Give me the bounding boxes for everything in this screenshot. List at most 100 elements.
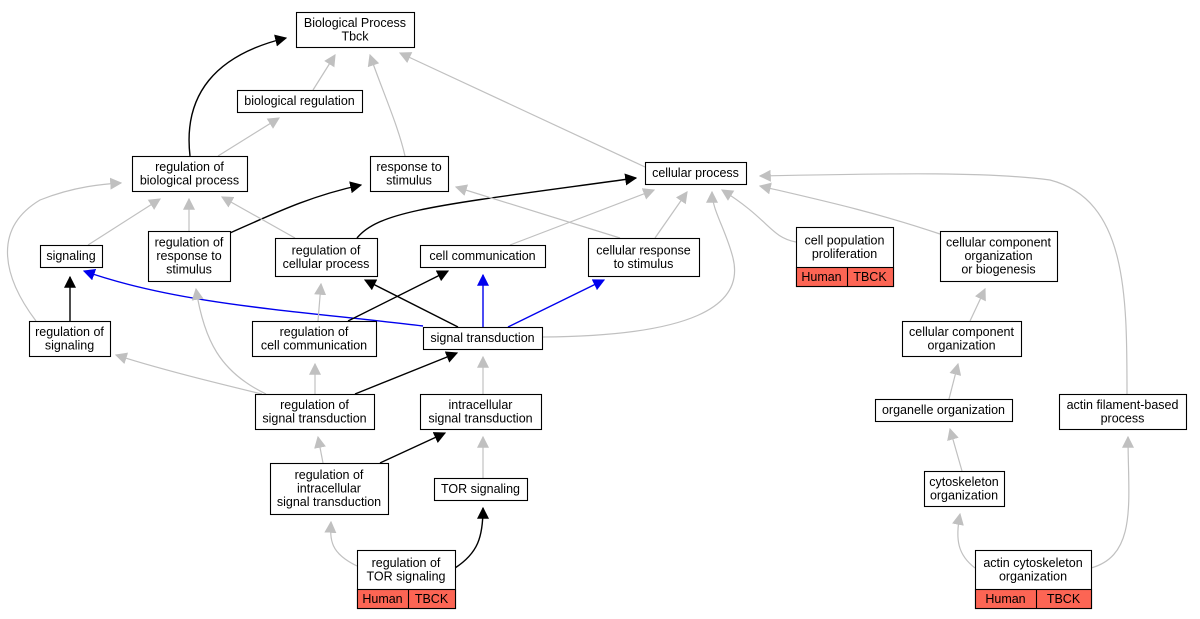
node-tor[interactable]: TOR signaling <box>433 477 529 502</box>
edge-reg-cell-to-cell-proc <box>356 173 638 239</box>
node-box <box>28 320 112 358</box>
annotation-organism: Human <box>801 270 841 284</box>
node-label-line: signal transduction <box>262 411 366 425</box>
node-box <box>587 237 701 278</box>
node-box <box>369 155 450 193</box>
node-label-line: to stimulus <box>614 257 674 271</box>
node-label-line: biological regulation <box>244 94 355 108</box>
node-label-line: regulation of <box>295 468 364 482</box>
edge-reg-st-to-reg-resp <box>191 287 267 395</box>
node-label-line: process <box>1101 411 1145 425</box>
node-label-line: actin cytoskeleton <box>983 556 1082 570</box>
edge-reg-tor-to-reg-ist <box>324 520 358 567</box>
node-label-line: stimulus <box>166 263 212 277</box>
node-label-line: cell population <box>805 233 885 247</box>
edge-actin-cyto-to-cyto <box>952 512 976 569</box>
node-box <box>419 244 547 269</box>
node-sig-trans[interactable]: signal transduction <box>422 326 544 351</box>
node-label-line: Tbck <box>341 29 369 43</box>
annotation-gene: TBCK <box>853 270 887 284</box>
node-label-line: intracellular <box>297 482 361 496</box>
node-label-line: Biological Process <box>304 16 406 30</box>
edge-cyto-to-org-org <box>947 427 963 472</box>
node-label-line: regulation of <box>155 160 224 174</box>
node-box <box>236 89 364 114</box>
edge-reg-sig-to-reg-bio <box>6 177 123 322</box>
node-box <box>644 161 748 186</box>
node-box <box>254 393 376 431</box>
node-label-line: cellular process <box>652 166 739 180</box>
node-box <box>251 320 378 358</box>
node-signaling[interactable]: signaling <box>39 244 104 269</box>
edge-bio-reg-to-root <box>312 53 336 91</box>
node-label-line: TOR signaling <box>367 569 446 583</box>
node-label-line: signal transduction <box>430 331 534 345</box>
node-bio-reg[interactable]: biological regulation <box>236 89 364 114</box>
node-label-line: cytoskeleton <box>929 475 999 489</box>
node-box <box>1058 393 1188 431</box>
node-box <box>901 320 1023 358</box>
edge-cell-resp-to-resp-stim <box>454 184 621 239</box>
node-box <box>269 462 390 516</box>
node-label-line: regulation of <box>35 325 104 339</box>
edge-reg-ist-to-reg-st <box>314 435 326 464</box>
node-label-line: organelle organization <box>882 403 1005 417</box>
node-label-line: regulation of <box>155 236 224 250</box>
edge-org-org-to-cco <box>948 362 962 400</box>
node-label-line: signal transduction <box>428 411 532 425</box>
node-box <box>131 155 249 193</box>
node-box <box>422 326 544 351</box>
edge-reg-st-to-reg-sig <box>114 352 263 395</box>
edge-ccob-to-cell-proc <box>758 182 941 235</box>
node-label-line: response to <box>376 160 441 174</box>
edge-sig-trans-to-reg-cell <box>363 279 459 328</box>
node-box <box>295 11 416 49</box>
edge-reg-ist-to-intra-st <box>379 432 447 464</box>
node-label-line: cellular response <box>596 243 691 257</box>
annotation-bar <box>974 588 1093 610</box>
node-label-line: cellular component <box>909 325 1014 339</box>
edge-reg-resp-to-resp-stim <box>229 181 363 234</box>
node-box <box>39 244 104 269</box>
edge-reg-cell-to-reg-bio <box>220 196 296 239</box>
annotation-gene: TBCK <box>1047 592 1081 606</box>
edges-layer <box>6 34 1135 569</box>
annotation-bar <box>356 588 457 610</box>
edge-sig-trans-to-signaling <box>82 268 424 327</box>
node-label-line: regulation of <box>280 398 349 412</box>
edge-sig-trans-to-cell-resp <box>507 279 606 328</box>
node-label-line: organization <box>964 249 1032 263</box>
edge-resp-stim-to-root <box>367 53 406 157</box>
node-org-org[interactable]: organelle organization <box>874 398 1014 423</box>
node-label-line: organization <box>999 569 1067 583</box>
node-label-line: response to <box>156 249 221 263</box>
node-label-line: actin filament-based <box>1067 398 1179 412</box>
node-box <box>433 477 529 502</box>
edge-reg-tor-to-tor <box>454 506 489 569</box>
edge-cco-to-ccob <box>969 287 986 322</box>
node-label-line: intracellular <box>449 398 513 412</box>
edge-actin-cyto-to-actin-fb <box>1090 435 1135 569</box>
node-cell-proc[interactable]: cellular process <box>644 161 748 186</box>
annotation-gene: TBCK <box>415 592 449 606</box>
node-cell-comm[interactable]: cell communication <box>419 244 547 269</box>
